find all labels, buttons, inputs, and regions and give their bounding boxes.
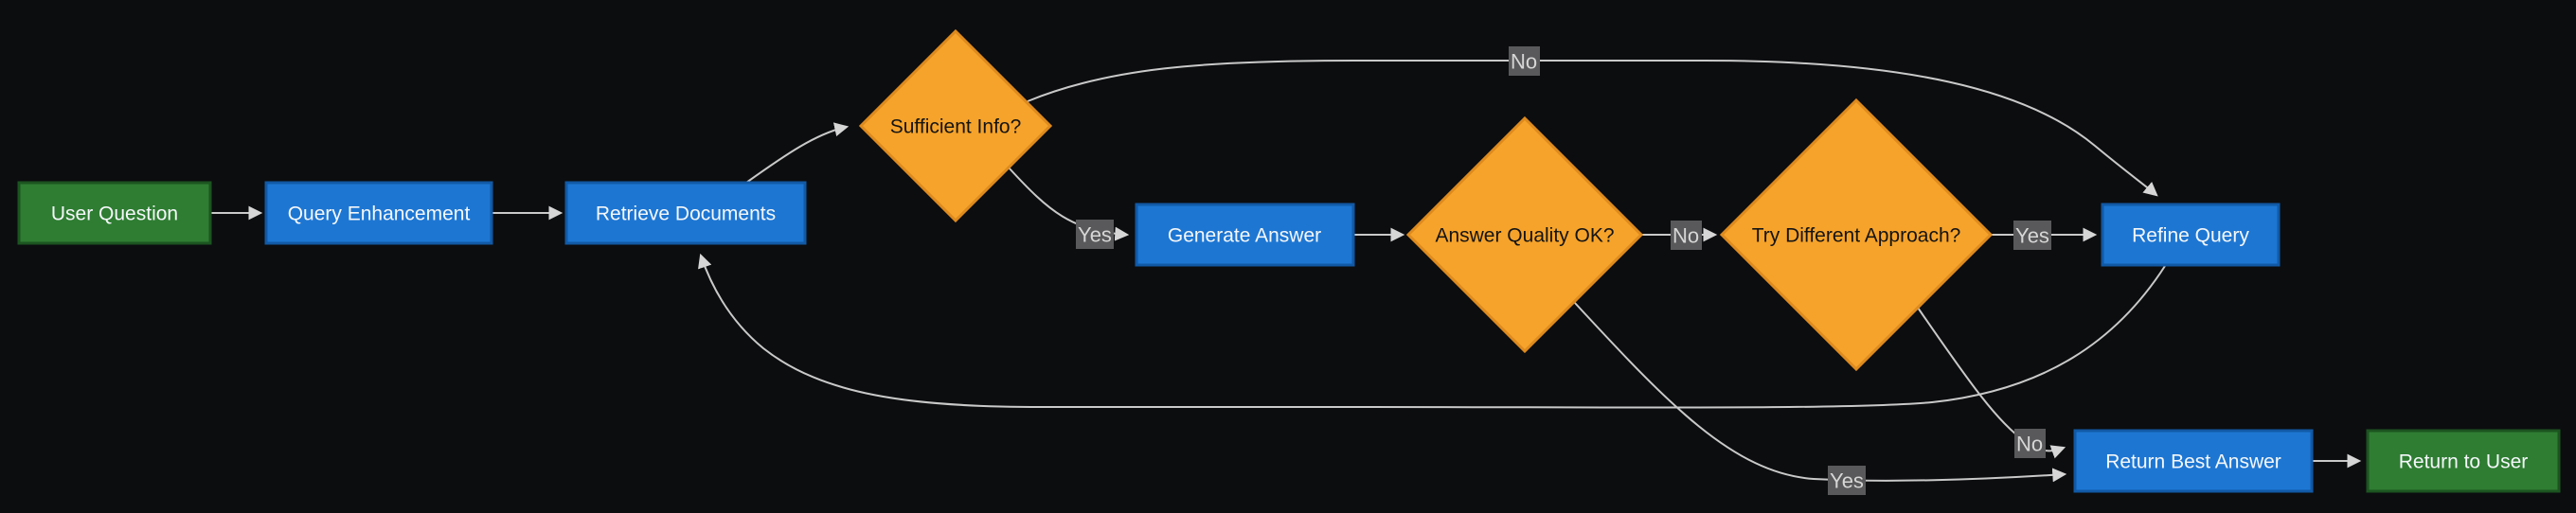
edge-label-text: Yes	[1830, 469, 1864, 493]
sufficient-info-label: Sufficient Info?	[890, 116, 1022, 138]
edge-label-no-answer-quality: No	[1671, 221, 1702, 250]
refine-query-label: Refine Query	[2132, 225, 2249, 247]
generate-answer-shape	[1135, 203, 1355, 267]
node-answer-quality: Answer Quality OK?	[1405, 115, 1644, 354]
node-return-best-answer: Return Best Answer	[2073, 429, 2314, 493]
edge-answer-quality-yes-return-best	[1573, 301, 2067, 483]
try-different-approach-label: Try Different Approach?	[1752, 225, 1961, 247]
edge-label-yes-try-different: Yes	[2013, 221, 2051, 250]
edge-label-no-try-different: No	[2014, 429, 2046, 458]
node-sufficient-info: Sufficient Info?	[858, 28, 1053, 223]
answer-quality-shape	[1405, 115, 1644, 354]
retrieve-documents-label: Retrieve Documents	[596, 203, 776, 225]
edge-label-text: Yes	[1078, 223, 1112, 247]
node-user-question: User Question	[17, 181, 212, 245]
edge-labels: Yes No No Yes Yes No	[1076, 46, 2051, 495]
edge-label-text: Yes	[2015, 224, 2049, 248]
user-question-shape	[17, 181, 212, 245]
edge-label-text: No	[1511, 50, 1537, 74]
edge-label-yes-answer-quality: Yes	[1828, 466, 1866, 495]
generate-answer-label: Generate Answer	[1168, 225, 1321, 247]
sufficient-info-shape	[858, 28, 1053, 223]
return-best-answer-shape	[2073, 429, 2314, 493]
edge-retrieve-documents-to-sufficient-info	[745, 122, 850, 184]
answer-quality-label: Answer Quality OK?	[1435, 225, 1614, 247]
edge-label-no-sufficient-info: No	[1509, 46, 1540, 76]
edge-label-yes-sufficient-info: Yes	[1076, 220, 1114, 249]
edge-label-text: No	[1673, 224, 1699, 248]
edges	[210, 60, 2362, 483]
user-question-label: User Question	[51, 203, 178, 225]
query-enhancement-label: Query Enhancement	[288, 203, 471, 225]
node-try-different-approach: Try Different Approach?	[1719, 97, 1994, 372]
node-query-enhancement: Query Enhancement	[264, 181, 493, 245]
return-to-user-label: Return to User	[2399, 451, 2529, 473]
edge-label-text: No	[2016, 433, 2043, 456]
node-return-to-user: Return to User	[2366, 429, 2561, 493]
node-generate-answer: Generate Answer	[1135, 203, 1355, 267]
node-retrieve-documents: Retrieve Documents	[564, 181, 807, 245]
return-to-user-shape	[2366, 429, 2561, 493]
edge-refine-query-loop-retrieve-documents	[698, 253, 2166, 409]
return-best-answer-label: Return Best Answer	[2105, 451, 2281, 473]
query-enhancement-shape	[264, 181, 493, 245]
edge-try-different-no-return-best	[1917, 307, 2066, 459]
node-refine-query: Refine Query	[2101, 203, 2281, 267]
retrieve-documents-shape	[564, 181, 807, 245]
try-different-approach-shape	[1719, 97, 1994, 372]
edge-sufficient-info-no-refine-query	[1027, 60, 2158, 197]
refine-query-shape	[2101, 203, 2281, 267]
nodes: User Question Query Enhancement Retrieve…	[17, 28, 2561, 493]
